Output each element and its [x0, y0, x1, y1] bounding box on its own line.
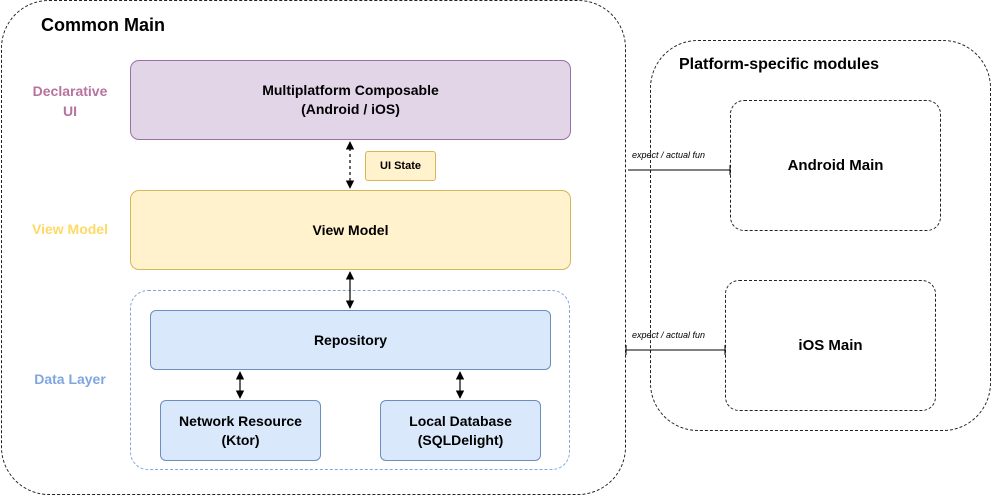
multiplatform-composable-box: Multiplatform Composable (Android / iOS) — [130, 60, 571, 140]
edge-label-android: expect / actual fun — [632, 150, 706, 160]
ios-main-box: iOS Main — [725, 280, 936, 411]
repository-box: Repository — [150, 310, 551, 370]
common-main-title: Common Main — [41, 15, 165, 35]
common-main-region — [1, 0, 626, 495]
local-database-box: Local Database (SQLDelight) — [380, 400, 541, 461]
platform-modules-title: Platform-specific modules — [679, 56, 880, 73]
network-resource-box: Network Resource (Ktor) — [160, 400, 321, 461]
ui-state-label: UI State — [365, 151, 436, 181]
view-model-label: View Model — [32, 221, 108, 237]
edge-label-ios: expect / actual fun — [632, 330, 706, 340]
data-layer-label: Data Layer — [34, 371, 106, 387]
view-model-box: View Model — [130, 190, 571, 270]
declarative-ui-label: Declarative UI — [32, 83, 108, 119]
